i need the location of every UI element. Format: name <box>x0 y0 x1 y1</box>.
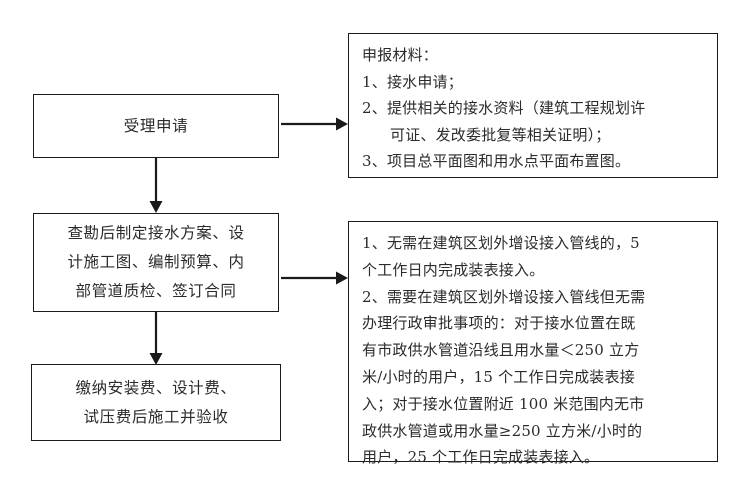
flow-step-survey-and-plan-label: 查勘后制定接水方案、设 计施工图、编制预算、内 部管道质检、签订合同 <box>67 224 245 300</box>
note-timeline-line-4: 办理行政审批事项的：对于接水位置在既 <box>362 314 636 333</box>
note-timeline-line-5: 有市政供水管道沿线且用水量＜250 立方 <box>362 341 640 360</box>
flow-step-payment-and-acceptance-label: 缴纳安装费、设计费、 试压费后施工并验收 <box>75 378 237 426</box>
arrow-accept-to-plan <box>146 157 166 214</box>
note-timeline-line-3: 2、需要在建筑区划外增设接入管线但无需 <box>362 287 646 306</box>
note-timeline-line-7: 入；对于接水位置附近 100 米范围内无市 <box>362 394 645 413</box>
note-timeline-line-9: 用户，25 个工作日完成装表接入。 <box>362 448 600 467</box>
note-processing-timeline[interactable]: 1、无需在建筑区划外增设接入管线的，5 个工作日内完成装表接入。 2、需要在建筑… <box>348 221 718 466</box>
flow-step-accept-application-label: 受理申请 <box>123 116 189 135</box>
note-materials-line-5: 3、项目总平面图和用水点平面布置图。 <box>362 152 631 170</box>
note-materials-line-1: 申报材料： <box>362 46 439 64</box>
note-timeline-line-6: 米/小时的用户，15 个工作日完成装表接 <box>362 367 635 386</box>
note-timeline-line-8: 政供水管道或用水量≥250 立方米/小时的 <box>362 421 643 440</box>
note-materials-line-3: 2、提供相关的接水资料（建筑工程规划许 <box>362 99 646 117</box>
note-timeline-line-1: 1、无需在建筑区划外增设接入管线的，5 <box>362 234 640 252</box>
arrow-plan-to-pay <box>146 311 166 366</box>
note-application-materials[interactable]: 申报材料： 1、接水申请； 2、提供相关的接水资料（建筑工程规划许 可证、发改委… <box>348 33 718 178</box>
note-materials-line-2: 1、接水申请； <box>362 72 463 91</box>
note-timeline-line-2: 个工作日内完成装表接入。 <box>362 260 545 279</box>
flow-step-accept-application[interactable]: 受理申请 <box>33 94 279 158</box>
flow-step-payment-and-acceptance[interactable]: 缴纳安装费、设计费、 试压费后施工并验收 <box>31 364 281 441</box>
arrow-plan-to-timeline <box>281 268 349 288</box>
flow-step-survey-and-plan[interactable]: 查勘后制定接水方案、设 计施工图、编制预算、内 部管道质检、签订合同 <box>33 213 279 312</box>
note-materials-line-4: 可证、发改委批复等相关证明）； <box>390 125 611 144</box>
arrow-accept-to-materials <box>281 114 349 134</box>
